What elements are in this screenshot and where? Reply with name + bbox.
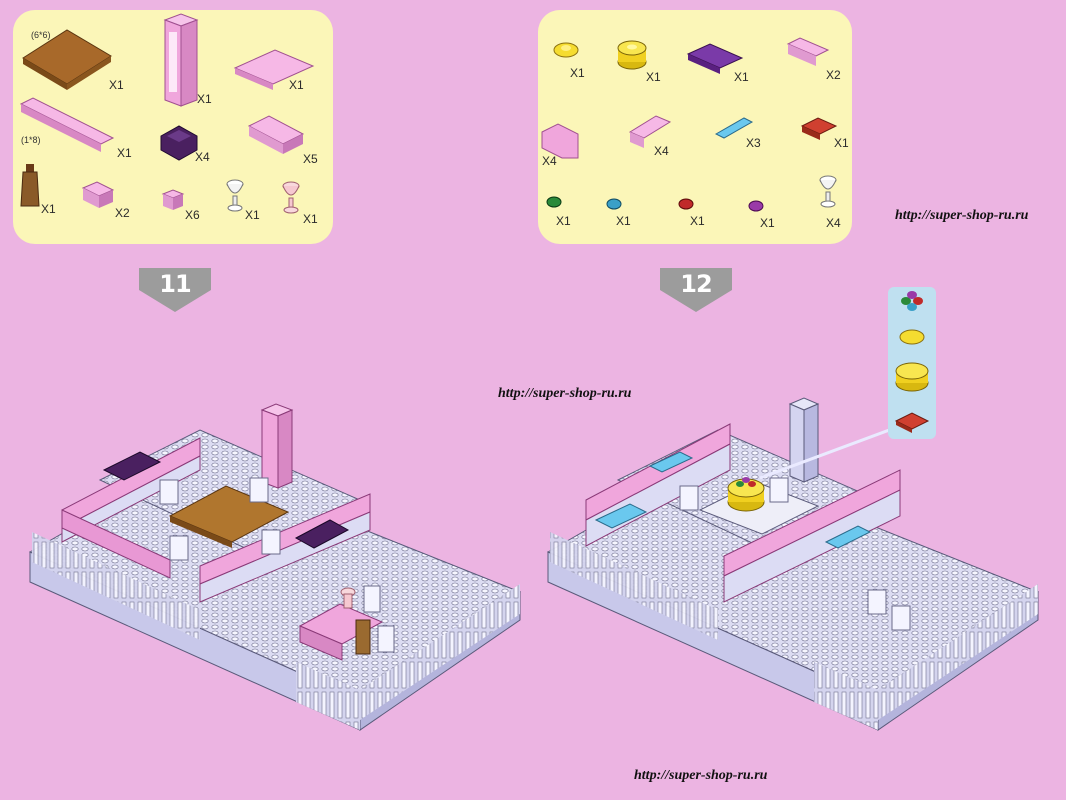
step-11-assembly — [28, 403, 522, 731]
part-purple-plate-2x4 — [686, 43, 744, 74]
part-pink-brick-1x1 — [161, 189, 185, 210]
part-pink-brick-2x2 — [81, 181, 115, 208]
qty-pink-brick-1x1: X6 — [185, 208, 200, 222]
part-white-goblet — [226, 179, 244, 212]
step-11-arrow-icon — [139, 268, 211, 312]
part-pink-corner-brick — [541, 123, 579, 159]
part-yellow-flower-plate — [553, 42, 579, 58]
part-blue-stud — [606, 198, 622, 210]
qty-pink-pillar: X1 — [197, 92, 212, 106]
watermark-url-bottom: http://super-shop-ru.ru — [634, 768, 768, 783]
qty-pink-brick-1x4: X4 — [654, 144, 669, 158]
step-11-parts-panel: (6*6) (1*8) — [13, 10, 333, 244]
step-12-parts-art — [541, 37, 838, 212]
qty-brown-bottle: X1 — [41, 202, 56, 216]
size-label-6x6: (6*6) — [31, 30, 51, 40]
qty-pink-goblet: X1 — [303, 212, 318, 226]
qty-pink-plate-2x4: X1 — [289, 78, 304, 92]
step-12-assembly — [546, 397, 1040, 731]
part-pink-plate-1x8 — [19, 97, 115, 152]
part-white-goblet-12 — [819, 175, 837, 208]
part-blue-tile-1x4 — [714, 117, 754, 139]
qty-yellow-round-brick: X1 — [646, 70, 661, 84]
step-12-arrow-icon — [660, 268, 732, 312]
part-purple-stud — [748, 200, 764, 212]
qty-purple-slope: X4 — [195, 150, 210, 164]
part-pink-brick-1x3 — [786, 37, 830, 66]
qty-pink-plate-1x8: X1 — [117, 146, 132, 160]
step-12-parts-panel: X1 X1 X1 X2 X4 X4 X3 X1 X1 X1 X1 X1 X4 — [538, 10, 852, 244]
watermark-url-top: http://super-shop-ru.ru — [895, 208, 1029, 223]
qty-purple-stud: X1 — [760, 216, 775, 230]
qty-pink-brick-1x3: X2 — [826, 68, 841, 82]
qty-blue-tile: X3 — [746, 136, 761, 150]
part-yellow-round-brick — [617, 40, 647, 70]
part-purple-slope — [160, 125, 198, 161]
part-green-stud — [546, 196, 562, 208]
part-pink-brick-2x4 — [247, 115, 305, 154]
qty-red-plate: X1 — [834, 136, 849, 150]
size-label-1x8: (1*8) — [21, 135, 41, 145]
part-pink-pillar — [163, 13, 199, 107]
sub-assembly-art — [894, 291, 930, 433]
qty-blue-stud: X1 — [616, 214, 631, 228]
qty-yellow-flower-plate: X1 — [570, 66, 585, 80]
part-pink-plate-2x4 — [233, 49, 315, 90]
part-pink-brick-1x4 — [628, 115, 672, 148]
part-red-plate-2x2 — [800, 117, 838, 140]
qty-pink-brick-2x4: X5 — [303, 152, 318, 166]
qty-purple-plate: X1 — [734, 70, 749, 84]
qty-brown-plate: X1 — [109, 78, 124, 92]
part-brown-plate-6x6 — [22, 29, 112, 90]
watermark-url-middle: http://super-shop-ru.ru — [498, 386, 632, 401]
qty-pink-corner-brick: X4 — [542, 154, 557, 168]
qty-red-stud: X1 — [690, 214, 705, 228]
step-11-number: 11 — [159, 270, 191, 298]
qty-white-goblet: X1 — [245, 208, 260, 222]
step-12-number: 12 — [680, 270, 712, 298]
part-red-stud — [678, 198, 694, 210]
qty-white-goblet-12: X4 — [826, 216, 841, 230]
step-11-parts-art — [19, 13, 315, 214]
qty-pink-brick-2x2: X2 — [115, 206, 130, 220]
part-pink-goblet — [282, 181, 300, 214]
part-brown-bottle — [20, 164, 40, 207]
sub-assembly-callout — [888, 287, 936, 439]
qty-green-stud: X1 — [556, 214, 571, 228]
